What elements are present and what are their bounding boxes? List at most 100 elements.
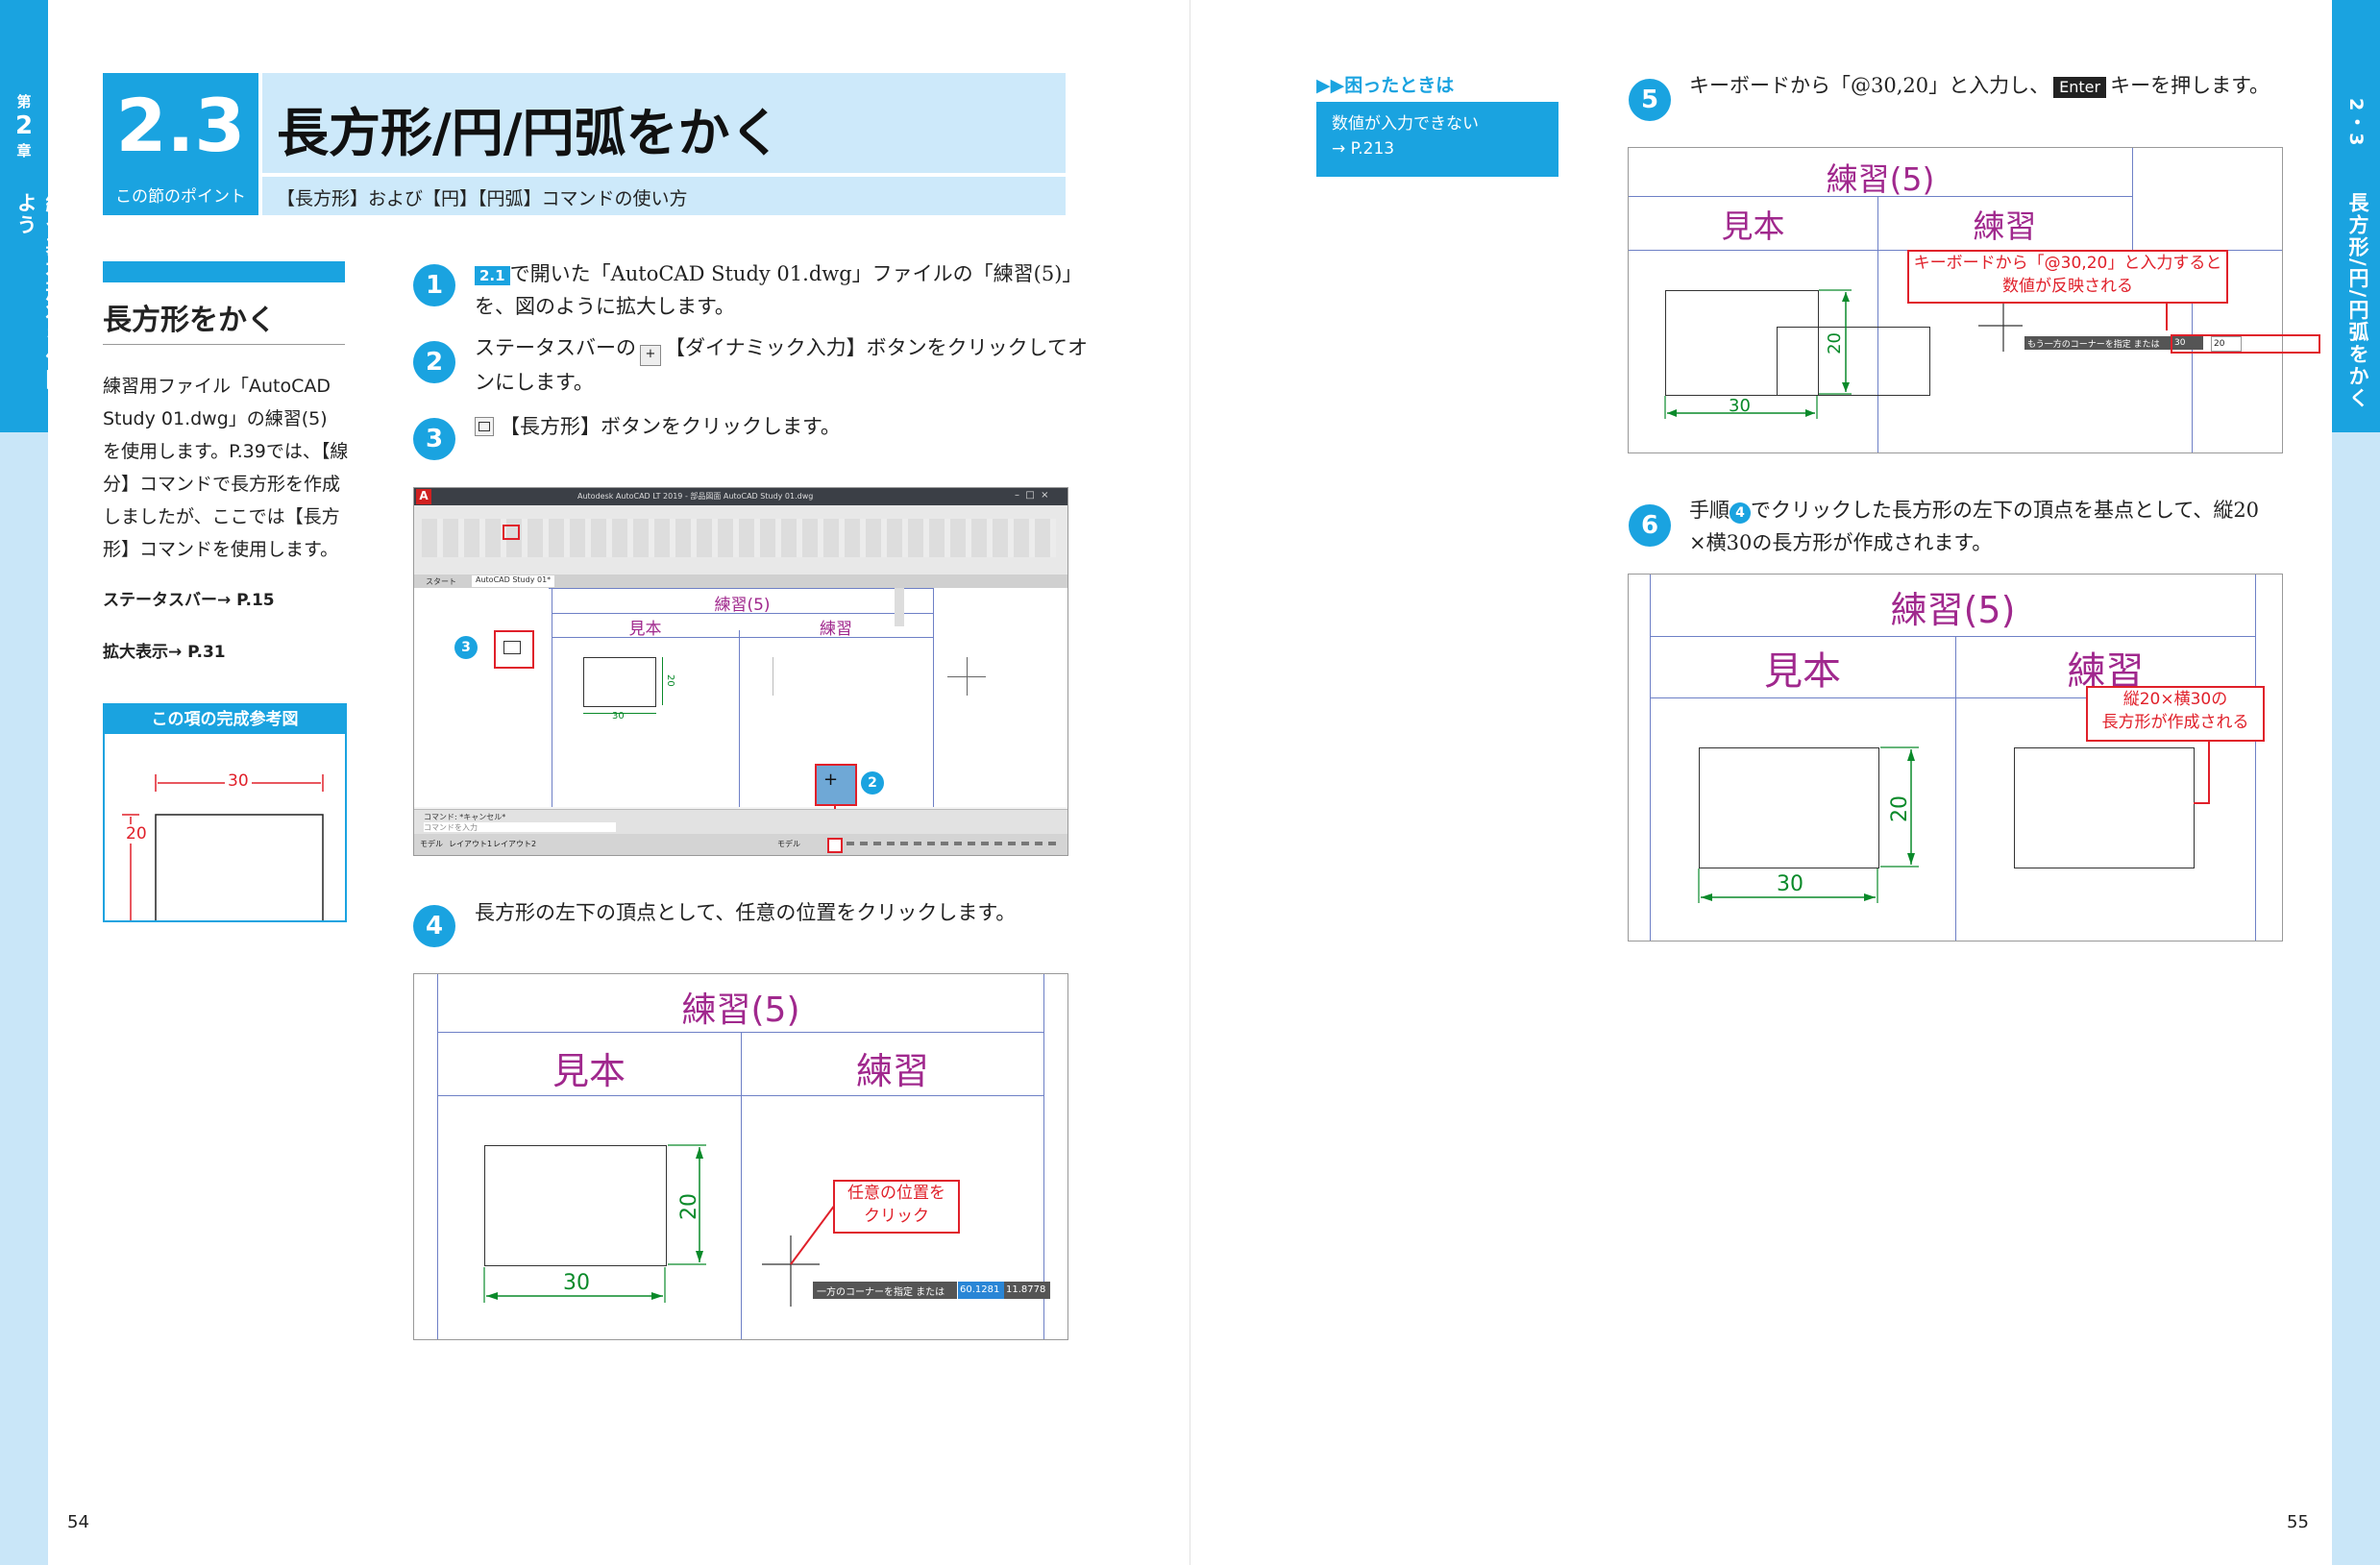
subhead-title: 長方形をかく: [103, 304, 276, 337]
fig4-input-y[interactable]: 11.8778: [1004, 1282, 1050, 1299]
fig5-title: 練習(5): [1826, 160, 1935, 198]
figure-step-6: 練習(5) 見本 練習 30 20 縦20×横30の 長方形が作成される: [1628, 574, 2283, 941]
complete-figure-label: この項の完成参考図: [105, 705, 345, 734]
fig4-col-sample: 見本: [552, 1050, 626, 1092]
status-bar[interactable]: モデル レイアウト1 レイアウト2 モデル: [414, 834, 1067, 855]
autocad-file-tabs[interactable]: スタート AutoCAD Study 01*: [414, 575, 1067, 588]
ss-drawing-title: 練習(5): [714, 596, 771, 615]
subhead-divider: [103, 344, 345, 345]
complete-figure-drawing: [122, 774, 324, 920]
fig4-dim-height: 20: [677, 1193, 701, 1220]
fig5-sample-rect: [1665, 290, 1819, 396]
fig6-created-rect: [2014, 747, 2195, 868]
fig4-title: 練習(5): [681, 990, 800, 1030]
step-3-text: 【長方形】ボタンをクリックします。: [475, 410, 841, 443]
left-chapter-tab: 第 2 章 線や基本形状を作図しよう: [0, 0, 66, 432]
step-4-text: 長方形の左下の頂点として、任意の位置をクリックします。: [475, 901, 1017, 924]
section-side-title: 長方形/円/円弧をかく: [2346, 192, 2369, 410]
figure-step-5: 練習(5) 見本 練習 30 20 キーボードから「@30,20」と入力すると …: [1628, 147, 2320, 453]
subhead-bar: [103, 261, 345, 282]
command-input[interactable]: コマンドを入力: [424, 822, 616, 832]
ss-rect-button-callout: [494, 630, 534, 669]
section-title-bar: 長方形/円/円弧をかく: [262, 73, 1066, 173]
fig4-callout: 任意の位置を クリック: [833, 1180, 960, 1234]
section-title: 長方形/円/円弧をかく: [277, 103, 782, 163]
section-point-bar: 【長方形】および【円】【円弧】コマンドの使い方: [262, 177, 1066, 215]
fig5-input-y[interactable]: 20: [2211, 336, 2242, 352]
fig4-dimensions: [483, 1144, 836, 1307]
autocad-ribbon[interactable]: [414, 505, 1067, 575]
fig6-dim-width: 30: [1777, 872, 1803, 896]
ref-statusbar[interactable]: ステータスバー→ P.15: [103, 591, 275, 610]
page-number-right: 55: [2287, 1512, 2309, 1532]
status-dynamic-input-button[interactable]: [827, 838, 843, 853]
fig5-input-highlight: [2171, 334, 2320, 354]
layout-tab-2[interactable]: レイアウト2: [493, 840, 537, 848]
fig5-input-x[interactable]: 30: [2172, 336, 2203, 350]
fig5-col-sample: 見本: [1721, 208, 1785, 245]
chapter-post: 章: [16, 142, 32, 159]
step-1-number: 1: [413, 264, 455, 306]
fig5-col-practice: 練習: [1973, 208, 2037, 245]
chapter-title: 線や基本形状を作図しよう: [14, 192, 66, 413]
fig6-callout: 縦20×横30の 長方形が作成される: [2086, 686, 2265, 742]
navbar[interactable]: [895, 588, 904, 626]
autocad-titlebar: A Autodesk AutoCAD LT 2019 - 部品図面 AutoCA…: [414, 488, 1067, 505]
ss-col-practice: 練習: [820, 620, 852, 639]
complete-width: 30: [225, 771, 252, 791]
right-section-tab: 2・3 長方形/円/円弧をかく: [2332, 0, 2380, 432]
section-number: 2.3: [115, 83, 246, 168]
fig6-title: 練習(5): [1890, 589, 2016, 631]
enter-key: Enter: [2053, 77, 2107, 98]
fig5-dim-width: 30: [1729, 396, 1751, 416]
fig4-sample-rect: [484, 1145, 667, 1266]
autocad-logo: A: [416, 489, 431, 504]
step-4-number: 4: [413, 905, 455, 947]
fig4-input-x[interactable]: 60.1281: [958, 1282, 1004, 1299]
step-3-number: 3: [413, 418, 455, 460]
complete-height: 20: [126, 824, 147, 844]
trouble-box[interactable]: 数値が入力できない → P.213: [1316, 102, 1558, 177]
dynamic-input-icon: +: [640, 345, 661, 366]
trouble-head: ▶▶困ったときは: [1316, 75, 1455, 96]
autocad-canvas[interactable]: 練習(5) 見本 練習 30 20: [414, 588, 1067, 807]
fig4-dim-width: 30: [563, 1271, 590, 1295]
status-model[interactable]: モデル: [777, 840, 800, 848]
fig5-callout: キーボードから「@30,20」と入力すると 数値が反映される: [1907, 250, 2228, 304]
tab-start[interactable]: スタート: [426, 577, 456, 586]
command-line[interactable]: コマンド: *キャンセル* コマンドを入力: [414, 809, 1067, 835]
section-number-block: 2.3: [103, 73, 258, 215]
figure-step-4: 練習(5) 見本 練習 30 20 任意の位置を クリック 一方のコーナーを指定…: [413, 973, 1068, 1340]
fig4-col-practice: 練習: [855, 1050, 929, 1092]
complete-figure-box: この項の完成参考図 30 20: [103, 703, 347, 922]
fig6-sample-rect: [1699, 747, 1879, 868]
ribbon-rectangle-highlight: [503, 525, 520, 540]
step-6-number: 6: [1629, 504, 1671, 547]
autocad-screenshot: A Autodesk AutoCAD LT 2019 - 部品図面 AutoCA…: [413, 487, 1068, 856]
ss-callout-3: 3: [454, 636, 478, 659]
layout-tab-model[interactable]: モデル: [420, 840, 443, 848]
step-2-text: ステータスバーの+【ダイナミック入力】ボタンをクリックしてオ ンにします。: [475, 336, 1088, 394]
step-1-badge: 2.1: [475, 266, 510, 285]
section-point-label: この節のポイント: [115, 187, 246, 207]
intro-text: 練習用ファイル「AutoCAD Study 01.dwg」の練習(5) を使用し…: [103, 376, 349, 560]
tab-file[interactable]: AutoCAD Study 01*: [472, 575, 555, 587]
step-5-number: 5: [1629, 79, 1671, 121]
ss-dynamic-input-callout: +: [815, 764, 857, 806]
section-ref: 2・3: [2345, 98, 2367, 148]
layout-tab-1[interactable]: レイアウト1: [449, 840, 493, 848]
fig5-preview-rect: [1777, 327, 1930, 396]
fig4-prompt: 一方のコーナーを指定 または: [813, 1282, 957, 1299]
section-point-text: 【長方形】および【円】【円弧】コマンドの使い方: [277, 188, 688, 209]
step-2-number: 2: [413, 341, 455, 383]
fig6-col-sample: 見本: [1764, 649, 1841, 694]
window-controls[interactable]: – □ ×: [1015, 490, 1049, 501]
fig5-dimensions: [1664, 285, 2168, 419]
ref-zoom[interactable]: 拡大表示→ P.31: [103, 643, 226, 662]
fig6-dimensions: [1698, 738, 2210, 903]
page-number-left: 54: [67, 1512, 89, 1532]
ss-sample-rect: [583, 657, 656, 707]
